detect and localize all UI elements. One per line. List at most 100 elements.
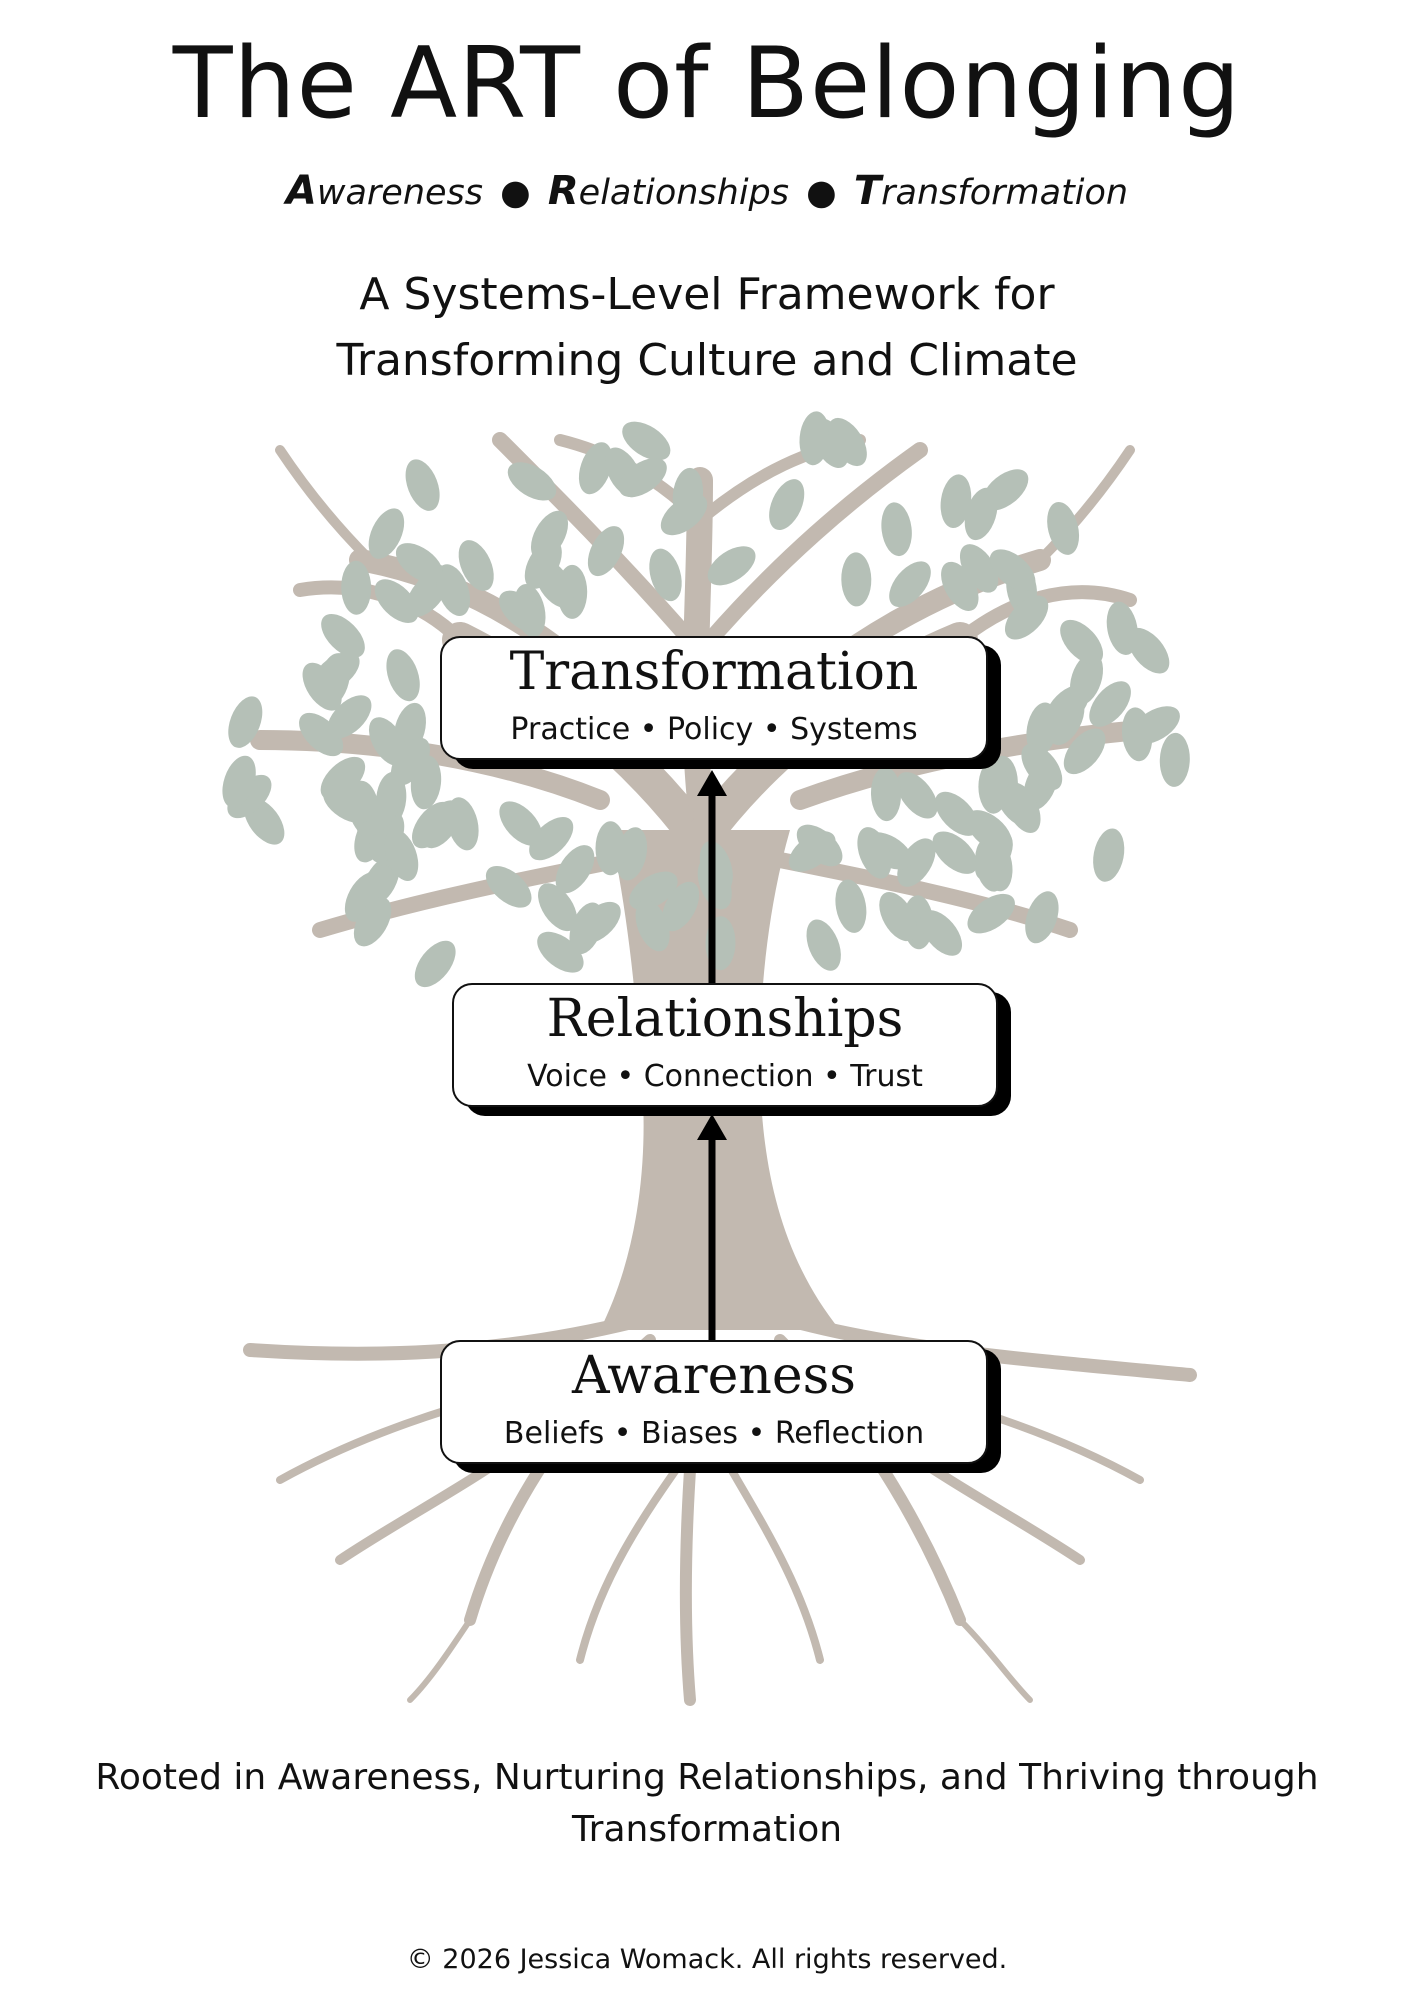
tree-leaf xyxy=(649,548,682,602)
tree-leaf xyxy=(578,442,613,495)
tree-leaf xyxy=(390,737,430,786)
subtitle-line: Transforming Culture and Climate xyxy=(336,335,1078,386)
tree-leaf xyxy=(1060,619,1104,665)
tree-root xyxy=(716,1446,824,1664)
copyright-notice: © 2026 Jessica Womack. All rights reserv… xyxy=(406,1944,1008,1975)
tree-leaf xyxy=(587,526,625,577)
tree-leaf xyxy=(222,755,256,808)
arrow-relationships-to-transformation xyxy=(697,770,727,983)
tree-root xyxy=(407,1617,473,1703)
tree-leaf xyxy=(1159,732,1190,787)
tree-leaf xyxy=(920,910,963,956)
tree-leaf xyxy=(618,458,667,498)
tree-leaf xyxy=(353,897,392,947)
tree-leaf xyxy=(629,871,678,910)
tree-leaf xyxy=(1021,743,1063,791)
tree-leaf xyxy=(662,881,700,932)
tree-leaf xyxy=(341,560,372,615)
tree-leaf xyxy=(940,474,972,529)
tree-leaf xyxy=(707,546,756,586)
tree-leaf xyxy=(974,831,1013,881)
tree-leaf xyxy=(323,784,372,824)
tree-leaf xyxy=(538,883,578,932)
tree-root xyxy=(576,1446,694,1664)
tree-leaf xyxy=(530,510,569,561)
tree-leaf xyxy=(941,561,979,611)
tree-leaf xyxy=(841,552,872,607)
tree-leaf xyxy=(857,827,892,879)
tree-leaf xyxy=(1063,728,1106,775)
subtitle: A Systems-Level Framework for Transformi… xyxy=(0,262,1414,394)
tree-leaf xyxy=(436,564,471,616)
tree-leaf xyxy=(1131,706,1180,745)
tree-leaf xyxy=(227,774,272,819)
stage-box-awareness: Awareness Beliefs • Biases • Reflection xyxy=(440,1340,988,1464)
tree-leaf xyxy=(321,613,365,658)
tree-leaf xyxy=(395,543,444,584)
tree-leaf xyxy=(384,829,419,881)
tree-leaf xyxy=(368,717,407,766)
tree-leaf xyxy=(485,865,532,908)
closing-statement-line: Rooted in Awareness, Nurturing Relations… xyxy=(95,1757,1319,1798)
tree-leaf xyxy=(595,821,626,876)
tree-leaf xyxy=(799,411,830,466)
tree-leaf xyxy=(1004,782,1041,833)
tree-leaf xyxy=(967,893,1015,934)
tree-leaf xyxy=(499,801,543,846)
tree-leaf xyxy=(446,797,479,851)
stage-items: Practice • Policy • Systems xyxy=(510,712,918,747)
tree-branch xyxy=(275,445,375,565)
tree-leaf xyxy=(835,879,867,933)
tree-leaf xyxy=(1004,595,1049,640)
tree-leaf xyxy=(672,467,704,522)
tree-leaf xyxy=(412,801,453,849)
tree-leaf xyxy=(635,899,670,952)
stage-items: Voice • Connection • Trust xyxy=(527,1059,923,1094)
tree-leaf xyxy=(405,459,440,511)
stage-box-relationships: Relationships Voice • Connection • Trust xyxy=(452,983,998,1107)
tree-leaf xyxy=(828,417,867,467)
tree-leaf xyxy=(796,824,843,867)
tree-leaf xyxy=(507,462,557,501)
tree-leaf xyxy=(881,502,912,557)
tree-leaf xyxy=(312,651,360,693)
arrow-head xyxy=(697,1114,727,1140)
tree-leaf xyxy=(1047,501,1080,555)
tree-leaf xyxy=(964,487,998,541)
tree-leaf xyxy=(498,590,545,633)
tree-leaf xyxy=(989,549,1036,592)
stage-name: Awareness xyxy=(572,1346,856,1406)
tree-leaf xyxy=(555,845,595,894)
tree-leaf xyxy=(896,772,938,819)
tagline: Awareness ● Relationships ● Transformati… xyxy=(0,168,1414,214)
tree-root xyxy=(957,1617,1033,1703)
tree-leaves xyxy=(222,411,1190,988)
tree-leaf xyxy=(769,479,805,531)
tree-leaf xyxy=(575,901,621,944)
stage-box-transformation: Transformation Practice • Policy • Syste… xyxy=(440,636,988,760)
tree-leaf xyxy=(1069,652,1104,705)
closing-statement-line: Transformation xyxy=(571,1809,843,1850)
tree-leaf xyxy=(1093,828,1125,882)
tree-leaf xyxy=(1089,681,1131,727)
tree-leaf xyxy=(932,831,978,874)
tagline-separator: ● xyxy=(806,173,837,213)
arrow-awareness-to-relationships xyxy=(697,1114,727,1340)
page-title: The ART of Belonging xyxy=(172,27,1242,141)
tree-leaf xyxy=(228,696,263,748)
tree-branch xyxy=(1035,445,1135,565)
tree-leaf xyxy=(327,695,372,739)
tree-leaf xyxy=(414,940,456,988)
stage-name: Relationships xyxy=(546,989,904,1049)
tree-leaf xyxy=(879,892,917,942)
subtitle-line: A Systems-Level Framework for xyxy=(359,269,1055,320)
tree-leaf xyxy=(368,508,405,559)
tree-leaf xyxy=(622,421,671,461)
tree-leaf xyxy=(356,792,400,837)
tree-leaf xyxy=(458,540,494,591)
tree-leaf xyxy=(806,919,841,971)
tree-leaf xyxy=(529,816,574,861)
tree-leaf xyxy=(386,649,420,702)
tree-branch xyxy=(702,442,928,648)
tree-leaf xyxy=(870,767,902,822)
